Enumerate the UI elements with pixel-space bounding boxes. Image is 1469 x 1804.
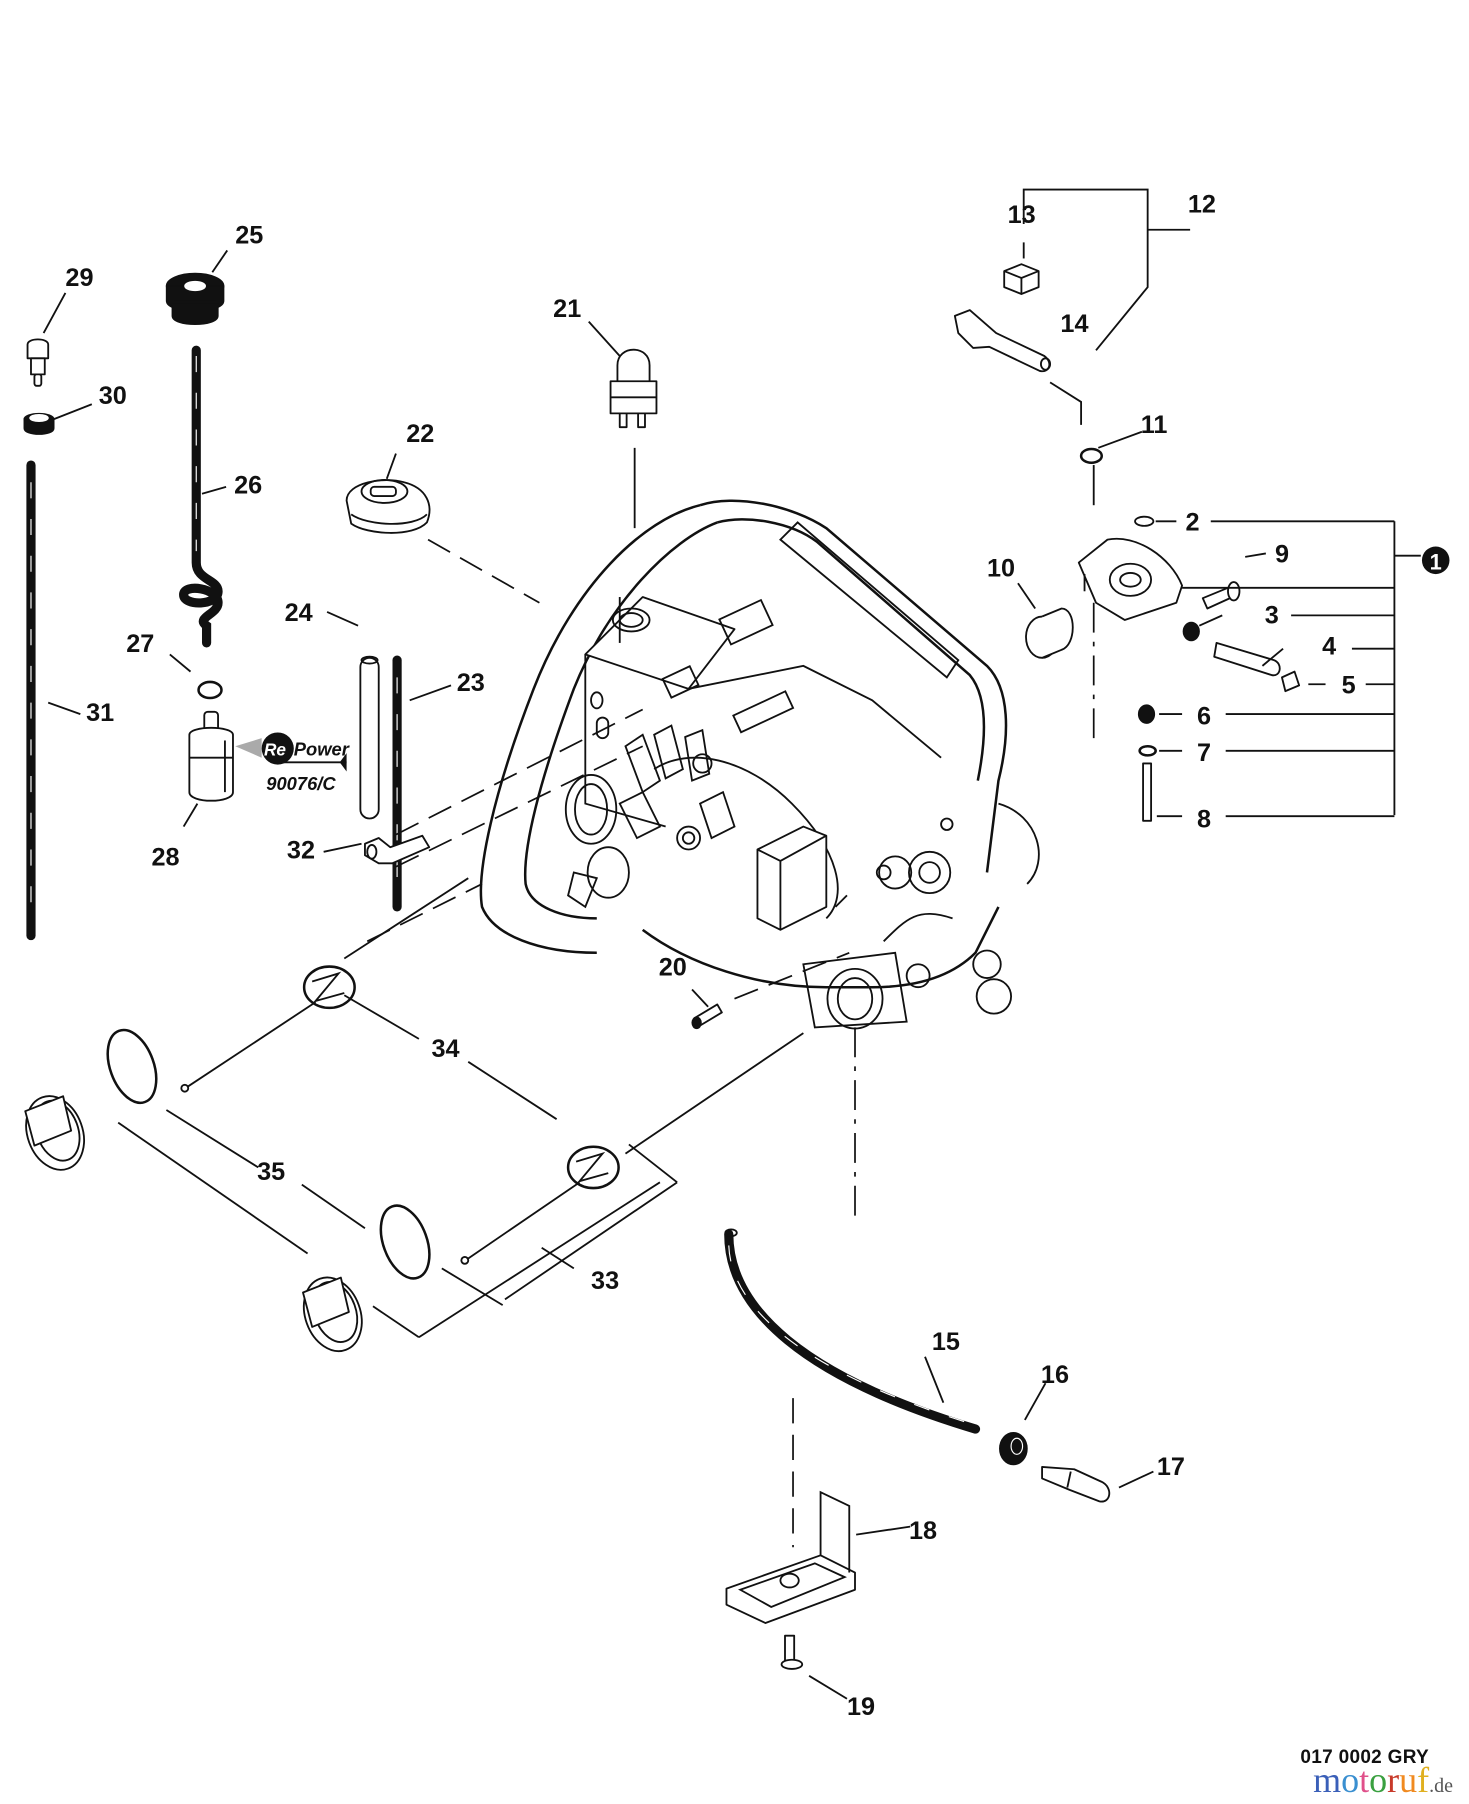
callout-20: 20 bbox=[659, 954, 687, 982]
part-35-o-rings bbox=[106, 1028, 431, 1280]
repower-part-number: 90076/C bbox=[266, 773, 336, 794]
callout-5: 5 bbox=[1342, 671, 1356, 699]
callout-3: 3 bbox=[1265, 601, 1279, 629]
callout-32: 32 bbox=[287, 837, 315, 865]
callout-7: 7 bbox=[1197, 739, 1211, 767]
part-17-fitting bbox=[1041, 1466, 1154, 1503]
main-housing bbox=[479, 499, 1040, 1030]
callout-13: 13 bbox=[1008, 201, 1036, 229]
callout-11: 11 bbox=[1141, 411, 1168, 439]
brand-letter: t bbox=[1359, 1760, 1370, 1800]
callout-31: 31 bbox=[86, 699, 114, 727]
callout-17: 17 bbox=[1157, 1453, 1185, 1481]
callout-26: 26 bbox=[234, 472, 262, 500]
callout-12: 12 bbox=[1188, 191, 1216, 219]
brand-tld: .de bbox=[1429, 1775, 1453, 1797]
brand-letter: u bbox=[1399, 1760, 1418, 1800]
callout-23: 23 bbox=[457, 669, 485, 697]
callout-33: 33 bbox=[591, 1267, 619, 1295]
callout-9: 9 bbox=[1275, 541, 1289, 569]
leader-lines-misc bbox=[42, 249, 621, 853]
repower-label: Re Power 90076/C bbox=[235, 732, 350, 794]
part-26-suction-hose bbox=[179, 345, 223, 648]
part-29-fitting bbox=[26, 338, 50, 387]
oil-pump-assembly bbox=[1077, 465, 1301, 822]
part-28-filter bbox=[188, 710, 234, 802]
part-16-grommet bbox=[999, 1382, 1047, 1466]
brand-letter: o bbox=[1341, 1760, 1360, 1800]
assembly-badge-1: 1 bbox=[1421, 546, 1450, 574]
part-20-screw bbox=[691, 951, 850, 1030]
callout-16: 16 bbox=[1041, 1361, 1069, 1389]
brand-letter: o bbox=[1369, 1760, 1388, 1800]
part-30-grommet bbox=[23, 412, 55, 435]
bracket-12 bbox=[1022, 188, 1191, 351]
callout-28: 28 bbox=[151, 844, 179, 872]
callout-30: 30 bbox=[99, 382, 127, 410]
callout-18: 18 bbox=[909, 1517, 937, 1545]
callout-29: 29 bbox=[65, 264, 93, 292]
callout-19: 19 bbox=[847, 1693, 875, 1721]
callout-24: 24 bbox=[285, 599, 313, 627]
callout-14: 14 bbox=[1060, 310, 1088, 338]
callout-6: 6 bbox=[1197, 702, 1211, 730]
callout-22: 22 bbox=[406, 420, 434, 448]
part-27-clamp bbox=[197, 680, 223, 700]
assembly-badge-label: 1 bbox=[1430, 549, 1442, 574]
brand-letter: f bbox=[1417, 1760, 1430, 1800]
callout-27: 27 bbox=[126, 630, 154, 658]
axis-left bbox=[366, 883, 483, 943]
callout-25: 25 bbox=[235, 222, 263, 250]
callout-labels: 2 3 4 5 6 7 8 9 10 11 12 13 14 15 16 17 … bbox=[65, 191, 1355, 1721]
callout-2: 2 bbox=[1186, 508, 1200, 536]
part-13-block bbox=[1003, 263, 1040, 295]
callout-15: 15 bbox=[932, 1328, 960, 1356]
part-15-oil-hose bbox=[724, 1228, 981, 1434]
callout-21: 21 bbox=[553, 295, 581, 323]
part-21-switch bbox=[609, 348, 658, 529]
brand-letter: r bbox=[1387, 1760, 1400, 1800]
brand-letter: m bbox=[1313, 1760, 1342, 1800]
part-10-sleeve bbox=[1017, 582, 1074, 659]
part-32-clip bbox=[364, 708, 644, 868]
part-34-tag-lower bbox=[460, 1032, 804, 1265]
drawing-code: 017 0002 GRY bbox=[1300, 1747, 1429, 1768]
part-25-cap bbox=[165, 272, 225, 325]
callout-35: 35 bbox=[257, 1158, 285, 1186]
part-33-caps bbox=[24, 1095, 363, 1353]
part-24-tube bbox=[359, 655, 380, 820]
callout-4: 4 bbox=[1322, 632, 1336, 660]
callout-34: 34 bbox=[432, 1035, 460, 1063]
motoruf-logo: motoruf.de bbox=[1313, 1762, 1453, 1804]
part-18-bracket bbox=[725, 1398, 911, 1624]
part-34-tag-upper bbox=[180, 877, 469, 1093]
part-19-screw bbox=[780, 1634, 848, 1700]
part-11-ring bbox=[1079, 430, 1143, 465]
leader-lines-assembly-1 bbox=[1155, 520, 1421, 818]
callout-8: 8 bbox=[1197, 806, 1211, 834]
part-14-lever bbox=[953, 309, 1083, 425]
leader-lines-lower-left bbox=[117, 994, 678, 1339]
callout-10: 10 bbox=[987, 554, 1015, 582]
repower-prefix: Re bbox=[264, 739, 286, 759]
part-22-grommet bbox=[345, 479, 540, 604]
repower-brand: Power bbox=[294, 738, 350, 759]
